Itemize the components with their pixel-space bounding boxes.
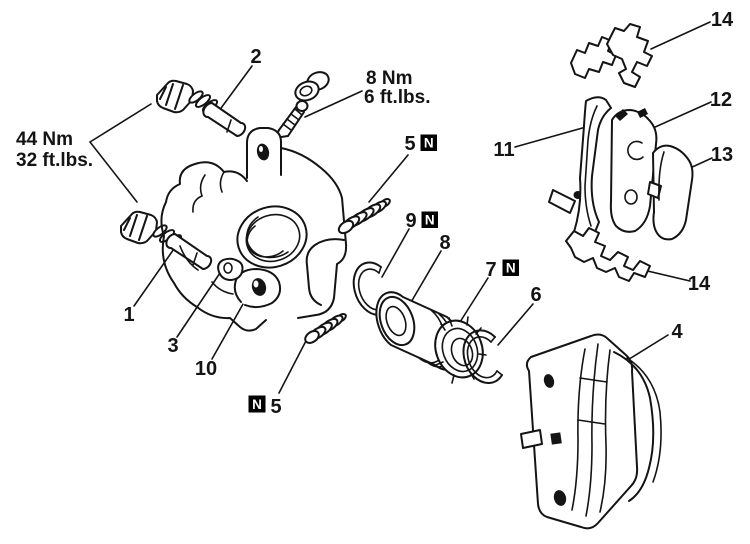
snap-ring xyxy=(462,329,503,384)
grease-fitting-upper xyxy=(337,198,391,235)
pad-clip-upper xyxy=(570,23,653,88)
torque-44nm-line1: 44 Nm xyxy=(16,129,73,150)
leader-14-top xyxy=(650,21,711,50)
pad-clip-lower xyxy=(565,227,651,282)
callout-8: 8 xyxy=(439,232,450,254)
leader-8nm xyxy=(304,90,363,118)
guide-pin-lower xyxy=(120,210,213,271)
n-badges: N N N N xyxy=(248,134,519,413)
n-badge-letter: N xyxy=(506,261,516,276)
leader-lines xyxy=(89,21,713,394)
bleeder-screw-cap xyxy=(294,71,330,102)
leader-3 xyxy=(176,272,221,338)
callout-14-top: 14 xyxy=(711,9,734,31)
callouts: 2 1 3 10 5 9 8 7 6 11 14 12 13 14 4 5 xyxy=(123,9,734,418)
bleeder-screw xyxy=(276,100,309,138)
brake-pad-outer xyxy=(609,108,658,233)
leader-5-bottom xyxy=(278,336,309,394)
leader-6 xyxy=(497,303,534,346)
leader-1 xyxy=(133,245,177,307)
caliper-body xyxy=(160,127,348,332)
n-badge-letter: N xyxy=(425,213,435,228)
n-badge-5-bottom: N xyxy=(248,395,266,413)
n-badge-7: N xyxy=(502,259,519,276)
n-badge-5-top: N xyxy=(420,134,437,151)
callout-7: 7 xyxy=(485,259,496,281)
leader-10 xyxy=(211,296,248,360)
torque-44nm-line2: 32 ft.lbs. xyxy=(16,150,93,171)
torque-note-bleeder: 8 Nm 6 ft.lbs. xyxy=(364,68,431,108)
callout-6: 6 xyxy=(530,284,541,306)
leader-5-top xyxy=(368,154,409,203)
grease-fitting-lower xyxy=(304,313,347,344)
leader-4 xyxy=(625,334,669,362)
pad-shim xyxy=(647,144,694,241)
n-badge-letter: N xyxy=(252,397,262,412)
callout-14-bottom: 14 xyxy=(688,273,711,295)
leader-11 xyxy=(514,126,587,148)
guide-pin-upper xyxy=(156,79,247,138)
callout-2: 2 xyxy=(250,46,261,68)
callout-1: 1 xyxy=(123,304,134,326)
callout-9: 9 xyxy=(405,210,416,232)
leader-9 xyxy=(381,228,410,278)
n-badge-letter: N xyxy=(424,136,434,151)
leader-44nm-upper xyxy=(89,103,152,143)
leader-8 xyxy=(406,250,442,310)
pin-bushing xyxy=(217,257,244,281)
callout-5-top: 5 xyxy=(404,133,415,155)
torque-8nm-line2: 6 ft.lbs. xyxy=(364,87,431,108)
callout-5-bottom: 5 xyxy=(270,396,281,418)
leader-12 xyxy=(643,101,712,133)
mounting-bracket xyxy=(520,333,662,530)
n-badge-9: N xyxy=(421,211,438,228)
brake-pad-inner xyxy=(548,96,612,237)
torque-note-guide-pins: 44 Nm 32 ft.lbs. xyxy=(16,129,93,171)
leader-7 xyxy=(459,277,489,323)
callout-13: 13 xyxy=(711,144,733,166)
callout-11: 11 xyxy=(493,139,514,161)
callout-10: 10 xyxy=(195,358,217,380)
callout-3: 3 xyxy=(167,335,178,357)
torque-8nm-line1: 8 Nm xyxy=(366,68,412,89)
leader-44nm-lower xyxy=(89,141,138,203)
callout-12: 12 xyxy=(710,89,732,111)
callout-4: 4 xyxy=(671,321,683,343)
